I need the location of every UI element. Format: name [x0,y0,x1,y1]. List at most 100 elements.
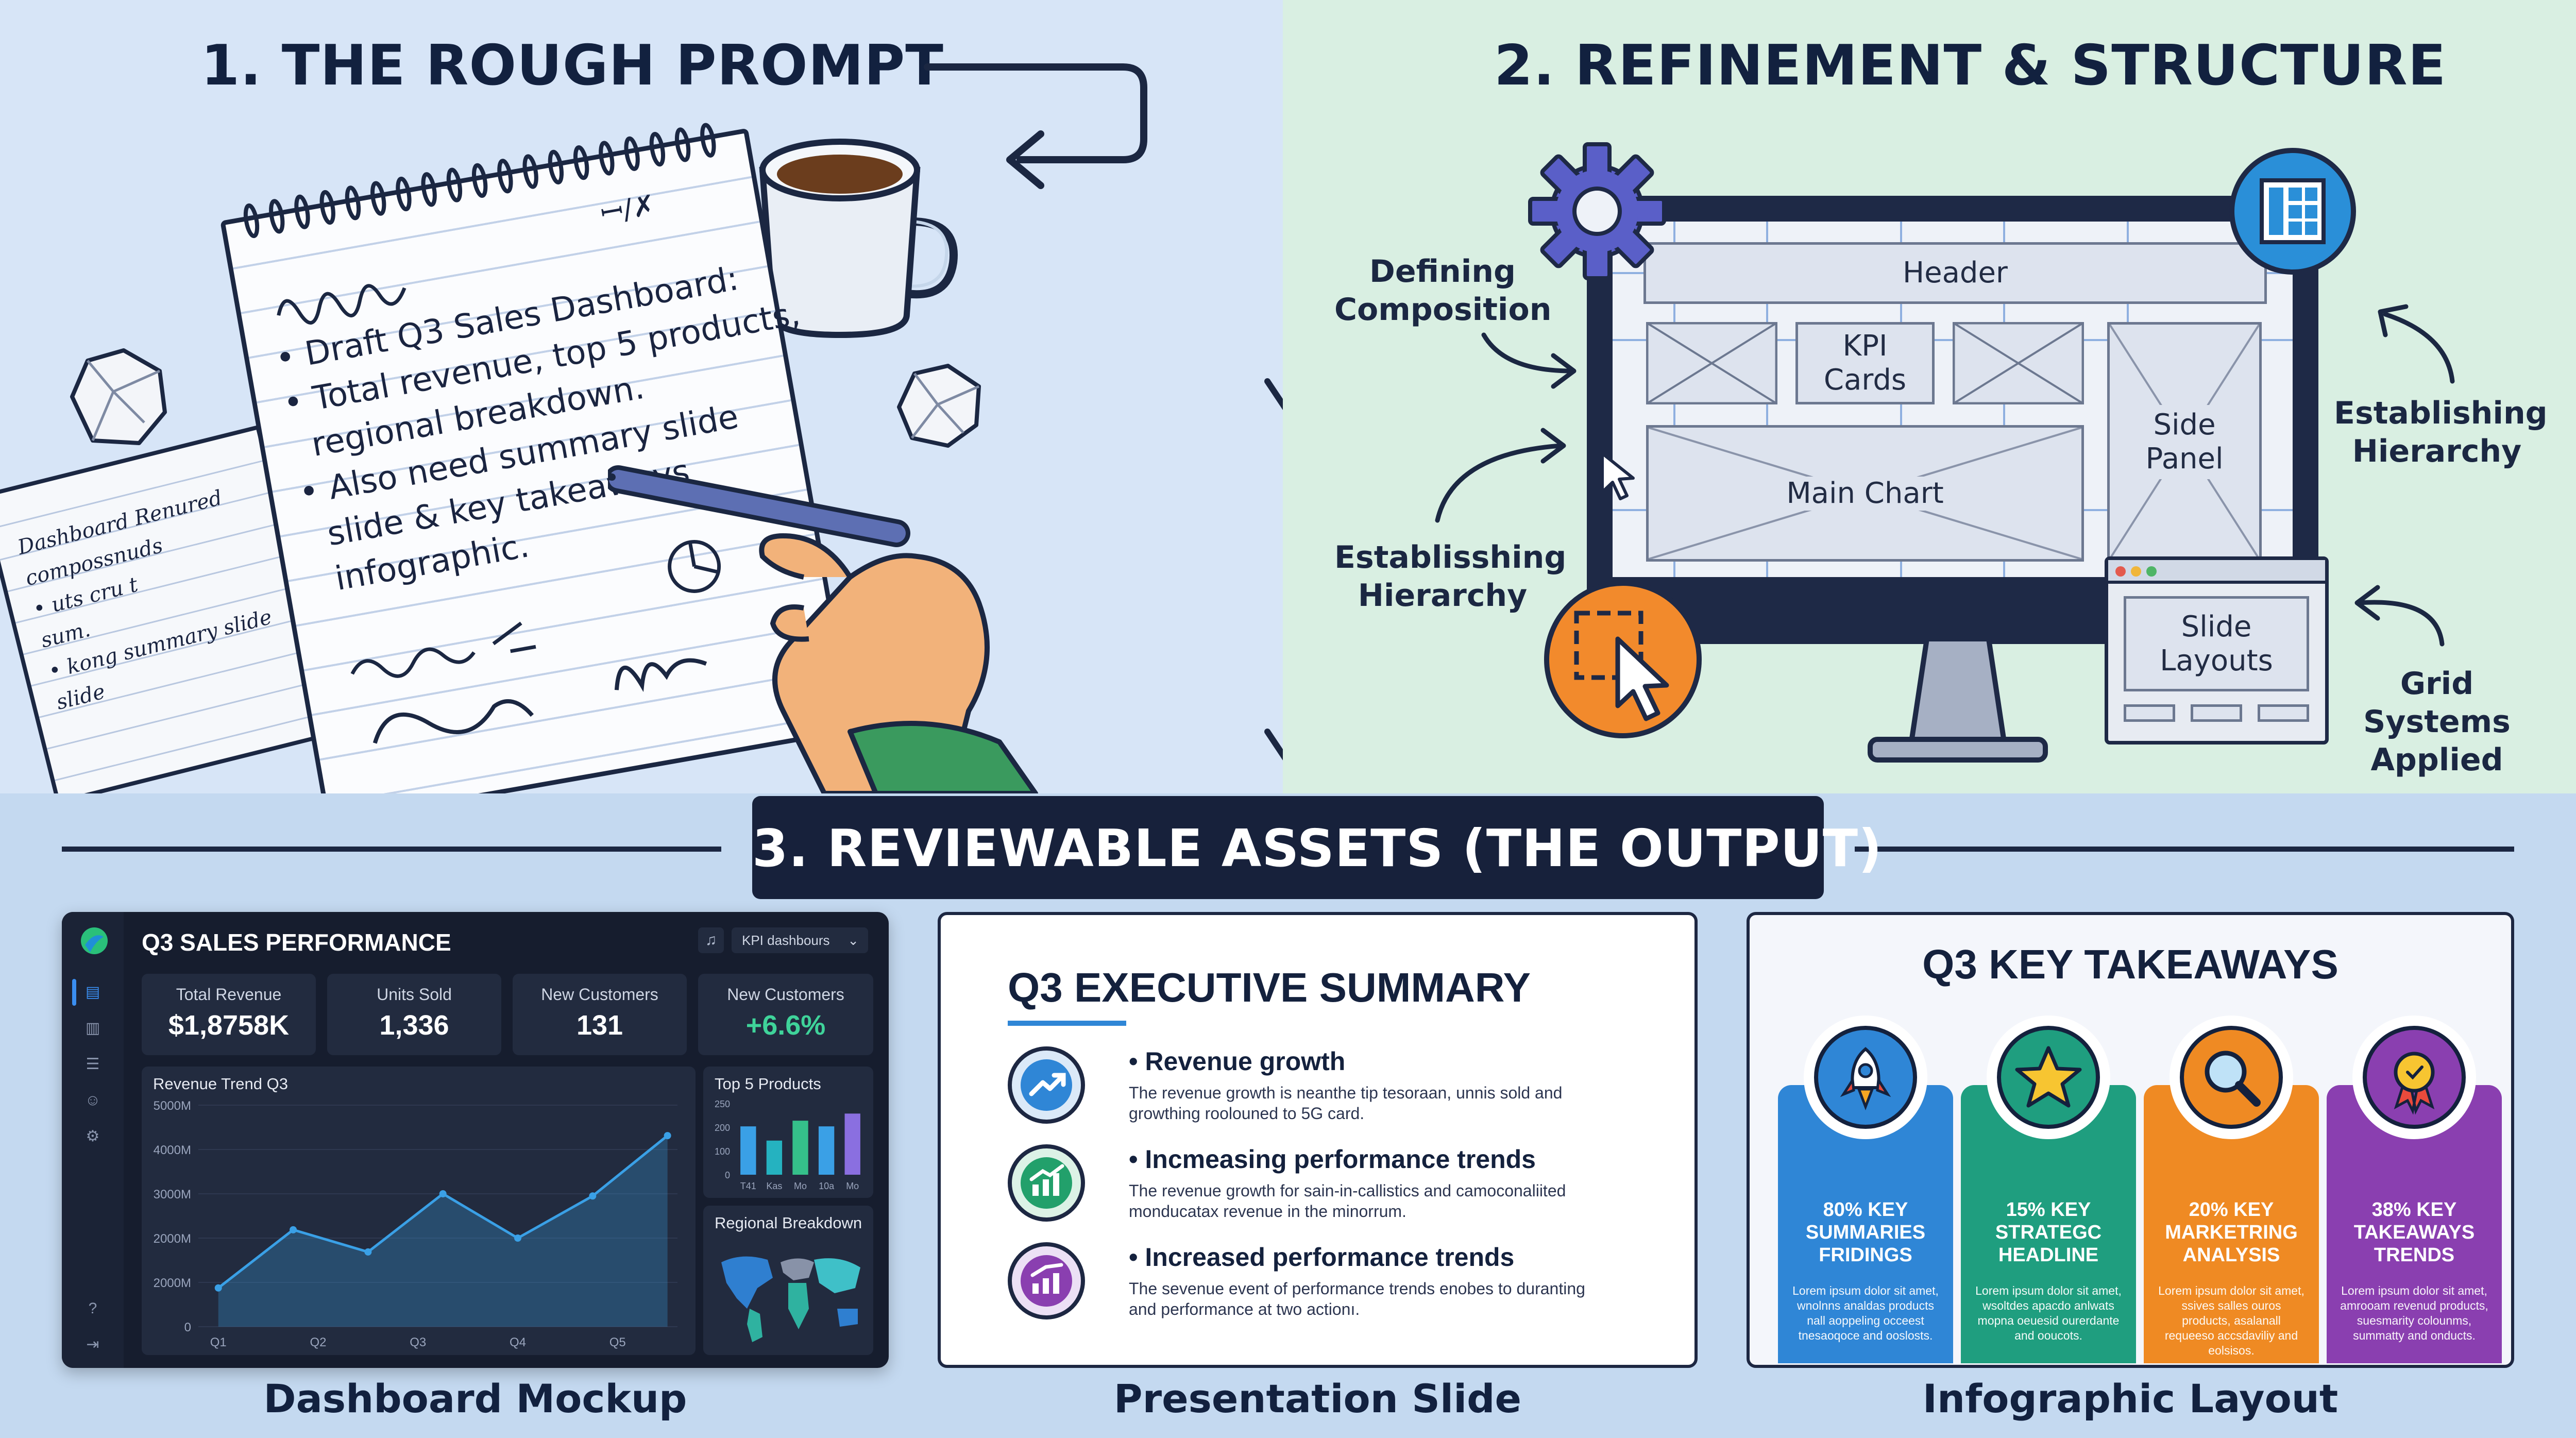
x-tick-label: Q3 [410,1335,426,1349]
kpi-label: New Customers [727,985,844,1004]
regional-breakdown-card: Regional Breakdown [703,1206,873,1355]
magnifier-icon [2180,1026,2283,1129]
data-point [364,1248,372,1256]
x-tick-label: Mo [846,1181,859,1191]
kpi-card: New Customers +6.6% [698,974,873,1055]
x-tick-label: Q2 [310,1335,326,1349]
divider-line [62,847,721,852]
award-ribbon-icon [2363,1026,2466,1129]
takeaway-column: 80% KEY SUMMARIES FRIDINGS Lorem ipsum d… [1778,1016,1953,1363]
dashboard-dropdown-label: KPI dashbours [742,933,830,948]
takeaway-column: 15% KEY STRATEGC HEADLINE Lorem ipsum do… [1961,1016,2136,1363]
x-tick-label: Q5 [609,1335,626,1349]
chevron-down-icon: ⌄ [848,933,859,948]
takeaway-title: 38% KEY TAKEAWAYS TRENDS [2353,1199,2475,1266]
selection-cursor-icon [1544,581,1702,738]
annotation-establishing-hierarchy-left: Establisshing Hierarchy [1334,539,1567,614]
data-point [214,1284,222,1292]
kpi-value: +6.6% [745,1010,826,1041]
help-nav-icon[interactable]: ? [88,1300,97,1317]
wireframe-main-chart-label: Main Chart [1780,476,1950,511]
takeaway-text: Lorem ipsum dolor sit amet, ssives salle… [2158,1284,2304,1357]
refinement-panel: 2. REFINEMENT & STRUCTURE Header KPI Car… [1283,0,2576,793]
product-bar [740,1126,756,1175]
slide-bullet-desc: The sevenue event of performance trends … [1129,1279,1585,1318]
takeaway-text: Lorem ipsum dolor sit amet, wsoltdes apa… [1975,1284,2122,1342]
slide-title-underline [1008,1021,1126,1026]
annotation-arrows [1435,304,2455,647]
dashboard-caption: Dashboard Mockup [263,1376,687,1422]
top-products-title: Top 5 Products [715,1075,821,1093]
logout-nav-icon[interactable]: ⇥ [86,1336,99,1353]
slide-title: Q3 EXECUTIVE SUMMARY [1008,965,1531,1010]
y-tick-label: 0 [184,1321,191,1334]
product-bar [818,1126,835,1175]
product-bar [766,1140,783,1175]
notepad: ꟷ/✗ • Draft Q3 Sales Dashboard: • Total … [217,113,855,825]
kpi-value: 131 [576,1010,623,1041]
loop-arrow [924,63,1147,189]
trend-up-icon [1008,1046,1085,1124]
y-tick-label: 2000M [154,1276,191,1290]
users-nav-icon[interactable]: ☺ [84,1092,101,1109]
infographic-caption: Infographic Layout [1922,1376,2338,1422]
y-tick-label: 0 [725,1170,730,1180]
crumpled-paper-icon [897,364,981,448]
slide-layouts-window: Slide Layouts [2105,556,2329,745]
product-bar [844,1113,860,1175]
list-nav-icon[interactable]: ☰ [86,1056,100,1073]
chart-nav-icon[interactable]: ▥ [85,1020,100,1037]
slide-bullet-title: • Increased performance trends [1129,1243,1515,1272]
pointer-icon [1601,452,1635,500]
data-point [589,1192,597,1200]
section-title-refinement: 2. REFINEMENT & STRUCTURE [1494,33,2447,98]
spiral-binding [243,123,716,239]
kpi-label: Units Sold [377,985,452,1004]
product-bar [792,1121,808,1175]
presentation-slide: Q3 EXECUTIVE SUMMARY • Revenue growth Th… [938,912,1698,1368]
wireframe-placeholder [1646,322,1777,404]
section-title-assets: 3. REVIEWABLE ASSETS (THE OUTPUT) [752,818,1883,878]
section-title-rough-prompt: 1. THE ROUGH PROMPT [201,33,944,98]
x-tick-label: 10a [819,1181,835,1191]
rocket-icon [1814,1026,1917,1129]
slide-bullet-title: • Revenue growth [1129,1047,1346,1076]
regional-breakdown-title: Regional Breakdown [715,1214,862,1232]
annotation-grid-systems: Grid Systems Applied [2363,666,2511,778]
revenue-area [218,1136,668,1327]
layout-grid-icon [2229,148,2356,275]
kpi-value: 1,336 [379,1010,449,1041]
dashboard-nav-icon[interactable]: ▤ [85,984,100,1001]
scribble [277,284,406,325]
signature-scribbles [350,621,707,744]
wireframe-side-panel-label: Side Panel [2138,404,2231,479]
star-icon [1997,1026,2100,1129]
bar-growth-icon [1008,1144,1085,1222]
bell-icon[interactable]: ♫ [698,927,724,953]
x-tick-label: Kas [766,1181,782,1191]
takeaway-text: Lorem ipsum dolor sit amet, wnolnns anal… [1792,1284,1939,1342]
dashboard-dropdown[interactable]: KPI dashbours ⌄ [732,927,868,953]
kpi-value: $1,8758K [168,1010,290,1041]
y-tick-label: 200 [715,1123,730,1133]
divider-line [1855,847,2514,852]
assets-title-banner [752,796,1824,899]
monitor-stand [1868,639,2048,763]
revenue-trend-title: Revenue Trend Q3 [153,1075,288,1093]
y-tick-label: 2000M [154,1232,191,1246]
x-tick-label: Mo [794,1181,807,1191]
takeaway-title: 20% KEY MARKETRING ANALYSIS [2165,1199,2298,1266]
data-point [439,1190,447,1197]
coffee-mug-icon [759,139,958,339]
data-point [290,1226,297,1233]
slide-bullet-desc: The revenue growth is neanthe tip tesora… [1129,1084,1563,1123]
takeaway-column: 20% KEY MARKETRING ANALYSIS Lorem ipsum … [2144,1016,2319,1363]
settings-nav-icon[interactable]: ⚙ [86,1128,100,1145]
infographic-title: Q3 KEY TAKEAWAYS [1922,941,2338,987]
slide-bullet-desc: The revenue growth for sain-in-callistic… [1129,1181,1566,1221]
gear-icon [1528,142,1666,280]
